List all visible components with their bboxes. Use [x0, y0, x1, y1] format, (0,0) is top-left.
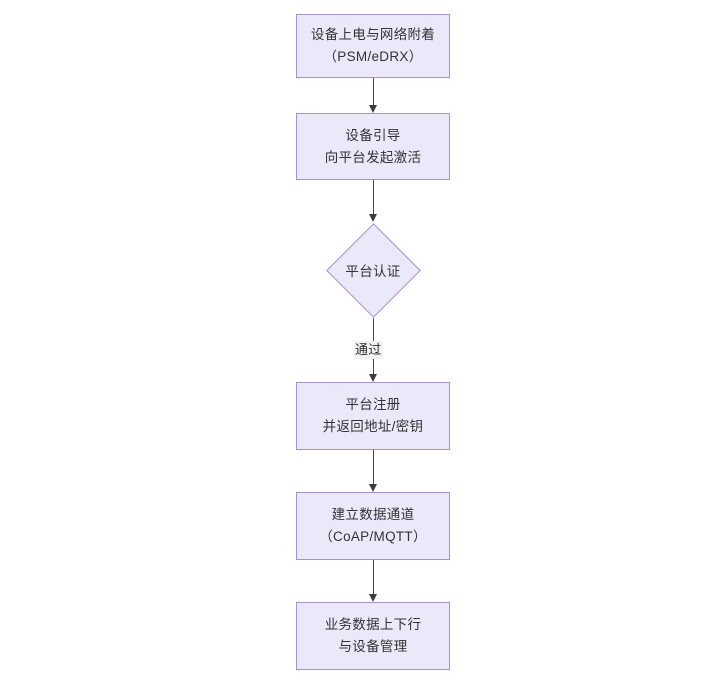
flow-node-data-channel[interactable]: 建立数据通道 （CoAP/MQTT）: [296, 492, 450, 560]
connector-line: [373, 450, 374, 484]
flow-node-label-line2: （PSM/eDRX）: [323, 49, 423, 64]
arrowhead-icon: [369, 214, 377, 222]
connector-n4-n5: [369, 450, 377, 492]
arrowhead-icon: [369, 374, 377, 382]
flow-node-label-line1: 设备上电与网络附着: [310, 27, 436, 43]
connector-line: [373, 78, 374, 105]
flow-node-device-power-on[interactable]: 设备上电与网络附着 （PSM/eDRX）: [296, 14, 450, 78]
arrowhead-icon: [369, 594, 377, 602]
connector-n2-n3: [369, 180, 377, 222]
flow-node-label-line2: （CoAP/MQTT）: [319, 529, 427, 544]
flow-node-label-line2: 并返回地址/密钥: [322, 419, 424, 434]
flow-node-label-line1: 平台认证: [345, 264, 401, 279]
connector-n5-n6: [369, 560, 377, 602]
flow-node-platform-auth-decision[interactable]: 平台认证: [325, 222, 421, 318]
flow-node-label-line1: 建立数据通道: [331, 507, 415, 523]
edge-label-pass: 通过: [354, 341, 383, 360]
connector-line: [373, 180, 374, 214]
flow-node-label-line2: 与设备管理: [338, 639, 408, 654]
flow-node-label-line2: 向平台发起激活: [324, 149, 422, 165]
arrowhead-icon: [369, 105, 377, 113]
flow-node-label-line1: 设备引导: [345, 127, 401, 143]
flow-node-label-line1: 业务数据上下行: [324, 617, 422, 633]
arrowhead-icon: [369, 484, 377, 492]
flow-node-business-data-and-device-mgmt[interactable]: 业务数据上下行 与设备管理: [296, 602, 450, 670]
flow-node-platform-registration[interactable]: 平台注册 并返回地址/密钥: [296, 382, 450, 450]
connector-line: [373, 560, 374, 594]
flow-node-label-line1: 平台注册: [345, 397, 401, 413]
flow-node-device-bootstrap[interactable]: 设备引导 向平台发起激活: [296, 113, 450, 180]
connector-n1-n2: [369, 78, 377, 113]
